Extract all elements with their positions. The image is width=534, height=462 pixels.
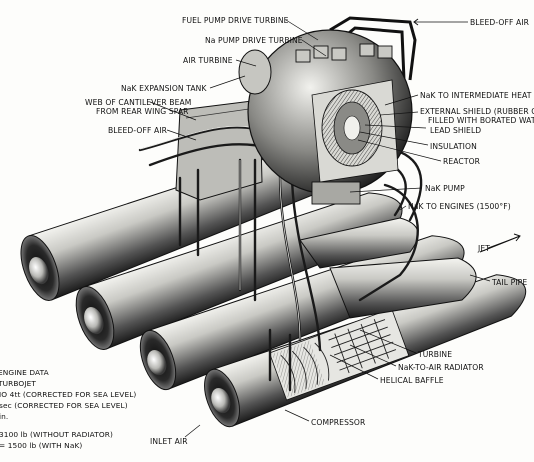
tail-pipe-shape [329, 257, 477, 319]
nak-expansion-tank [238, 49, 272, 95]
inlet-spike-2 [84, 307, 104, 335]
label-external-shield-line1: EXTERNAL SHIELD (RUBBER C [420, 107, 534, 116]
label-compressor: COMPRESSOR [311, 418, 366, 427]
label-insulation: INSULATION [430, 142, 477, 151]
engine-data-line: 3100 lb (WITHOUT RADIATOR) [0, 430, 113, 439]
label-air-turbine: AIR TURBINE [183, 56, 233, 65]
label-bleed-off-air-left: BLEED-OFF AIR [108, 126, 167, 135]
label-nak-pump-drive-turbine: Na PUMP DRIVE TURBINE [205, 36, 303, 45]
nak-pump-body [311, 181, 361, 205]
engine-data-line: sec (CORRECTED FOR SEA LEVEL) [0, 401, 128, 410]
nacelle-2 [75, 192, 403, 350]
label-turbine: TURBINE [418, 350, 453, 359]
label-bleed-off-air-top: BLEED-OFF AIR [470, 18, 529, 27]
label-nak-to-air-radiator: NaK-TO-AIR RADIATOR [398, 363, 484, 372]
label-fuel-pump-drive-turbine: FUEL PUMP DRIVE TURBINE [182, 16, 289, 25]
engine-data-line: in. [0, 412, 9, 421]
label-helical-baffle: HELICAL BAFFLE [380, 376, 444, 385]
label-nak-to-engines: NaK TO ENGINES (1500°F) [408, 202, 511, 211]
label-lead-shield: LEAD SHIELD [430, 126, 482, 135]
reactor-sphere [247, 29, 413, 205]
label-nak-to-intermediate: NaK TO INTERMEDIATE HEAT E [420, 91, 534, 100]
label-reactor: REACTOR [443, 157, 481, 166]
inlet-spike-3 [147, 349, 167, 376]
label-external-shield-line2: FILLED WITH BORATED WATE [428, 116, 534, 125]
leader-lines [149, 19, 521, 438]
label-jet: JET [478, 244, 490, 253]
engine-data-line: TURBOJET [0, 379, 36, 388]
inlet-spike-4 [211, 387, 231, 414]
engine-data-line: IO 4tt (CORRECTED FOR SEA LEVEL) [0, 390, 137, 399]
engine-data-heading: ENGINE DATA [0, 368, 49, 377]
inlet-spike-1 [29, 257, 49, 285]
label-nak-pump: NaK PUMP [425, 184, 465, 193]
label-inlet-air: INLET AIR [150, 437, 188, 446]
label-tail-pipe: TAIL PIPE [492, 278, 528, 287]
engine-data-line: = 1500 lb (WITH NaK) [0, 441, 83, 450]
label-web-beam-line1: WEB OF CANTILEVER BEAM [85, 98, 192, 107]
label-web-beam-line2: FROM REAR WING SPAR [96, 107, 189, 116]
label-nak-expansion-tank: NaK EXPANSION TANK [121, 84, 207, 93]
